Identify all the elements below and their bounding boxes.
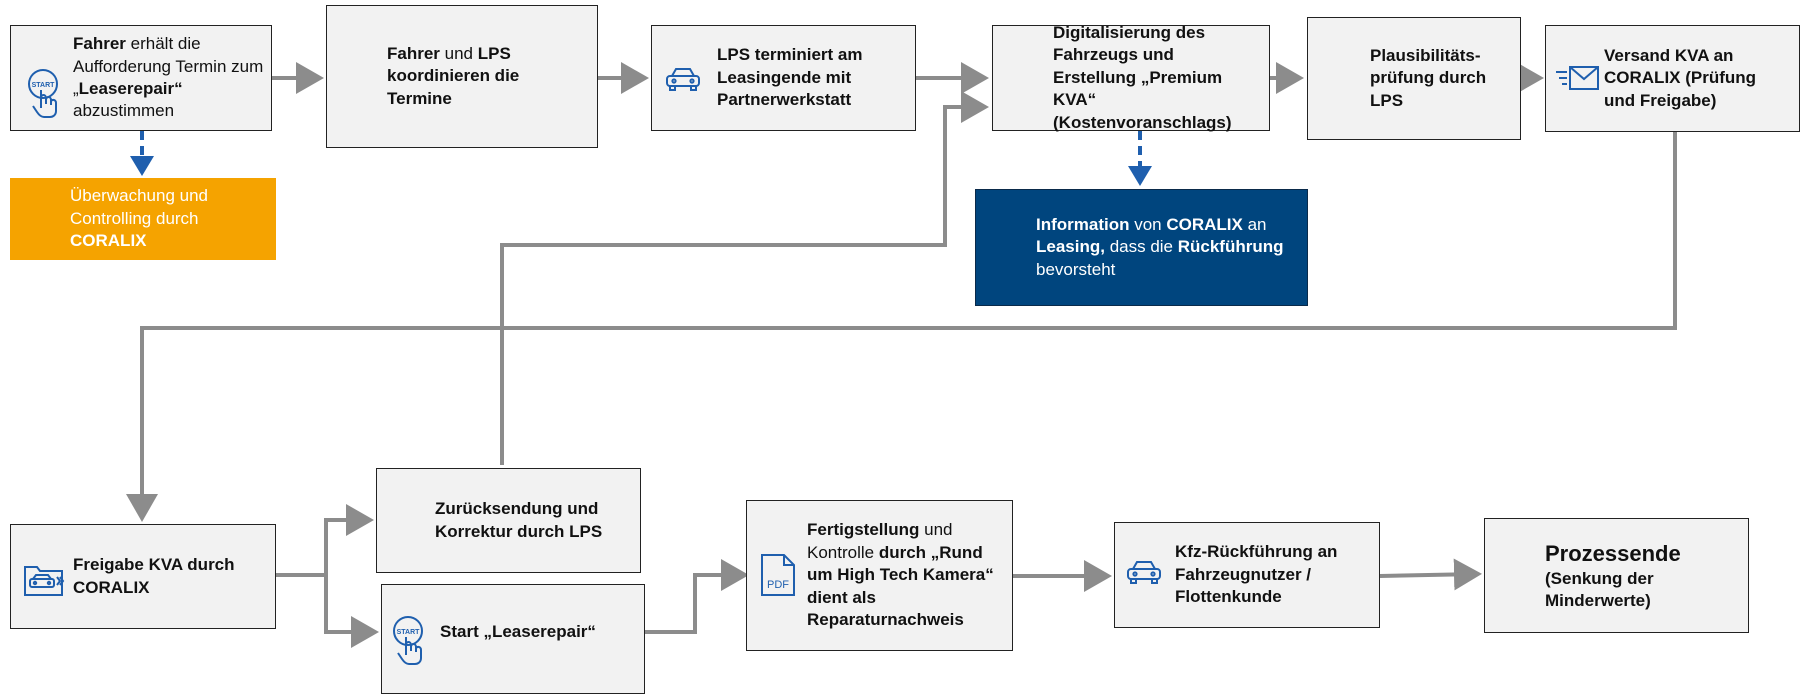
- step-prozessende-text: Prozessende (Senkung der Minderwerte): [1545, 539, 1738, 613]
- step-start-leaserepair-text: Start „Leaserepair“: [440, 621, 596, 641]
- car-icon: [664, 66, 702, 100]
- step-zuruecksendung-korrektur: Zurücksendung und Korrektur durch LPS: [376, 468, 641, 573]
- step-versand-kva: Versand KVA an CORALIX (Prüfung und Frei…: [1545, 25, 1800, 132]
- step-digitalisierung-kva: Digitalisierung des Fahrzeugs und Erstel…: [992, 22, 1270, 132]
- step-lps-terminiert-text: LPS terminiert am Leasingende mit Partne…: [717, 45, 863, 110]
- step-fertigstellung-kontrolle: PDF Fertigstellung und Kontrolle durch „…: [746, 500, 1013, 651]
- step-fertigstellung-kontrolle-text: Fertigstellung und Kontrolle durch „Rund…: [807, 520, 994, 630]
- step-versand-kva-text: Versand KVA an CORALIX (Prüfung und Frei…: [1604, 45, 1757, 110]
- step-start-leaserepair: START Start „Leaserepair“: [381, 584, 645, 694]
- step-plausibilitaetspruefung-text: Plausibilitäts-prüfung durch LPS: [1370, 45, 1487, 110]
- step-zuruecksendung-korrektur-text: Zurücksendung und Korrektur durch LPS: [435, 499, 603, 541]
- arrow-r3-r4: [645, 559, 749, 634]
- step-ueberwachung-controlling: Überwachung und Controlling durch CORALI…: [10, 178, 276, 260]
- step-termine-koordinieren-text: Fahrer und LPS koordinieren die Termine: [387, 43, 520, 108]
- arrow-r1-r2: [276, 504, 374, 577]
- pdf-icon: PDF: [757, 553, 799, 603]
- car-icon-2: [1125, 559, 1163, 593]
- step-digitalisierung-kva-text: Digitalisierung des Fahrzeugs und Erstel…: [1053, 22, 1232, 132]
- step-fahrer-aufforderung: START Fahrer erhält die Aufforderung Ter…: [10, 25, 272, 131]
- step-kfz-rueckfuehrung: Kfz-Rückführung an Fahrzeugnutzer / Flot…: [1114, 522, 1380, 628]
- arrow-r5-r6: [1379, 558, 1482, 591]
- arrow-r1-r3: [276, 573, 379, 648]
- start-hand-icon: START: [25, 68, 65, 124]
- step-information-leasing-text: Information von CORALIX an Leasing, dass…: [1036, 214, 1284, 279]
- step-freigabe-kva: Freigabe KVA durch CORALIX: [10, 524, 276, 629]
- prozessende-subtitle: (Senkung der Minderwerte): [1545, 568, 1654, 611]
- svg-text:START: START: [397, 629, 421, 636]
- step-fahrer-aufforderung-text: Fahrer erhält die Aufforderung Termin zu…: [73, 34, 264, 121]
- step-plausibilitaetspruefung: Plausibilitäts-prüfung durch LPS: [1307, 17, 1521, 140]
- step-information-leasing: Information von CORALIX an Leasing, dass…: [975, 189, 1308, 306]
- step-termine-koordinieren: Fahrer und LPS koordinieren die Termine: [326, 5, 598, 148]
- step-kfz-rueckfuehrung-text: Kfz-Rückführung an Fahrzeugnutzer / Flot…: [1175, 542, 1338, 607]
- svg-text:START: START: [32, 82, 56, 89]
- svg-text:PDF: PDF: [767, 579, 789, 591]
- prozessende-title: Prozessende: [1545, 540, 1681, 566]
- start-hand-icon-2: START: [390, 615, 430, 671]
- arrow-n6-r1: [126, 132, 1677, 522]
- step-ueberwachung-controlling-text: Überwachung und Controlling durch CORALI…: [70, 186, 208, 251]
- arrow-r2-n4: [500, 91, 989, 465]
- envelope-icon: [1554, 64, 1600, 100]
- step-prozessende: Prozessende (Senkung der Minderwerte): [1484, 518, 1749, 633]
- step-freigabe-kva-text: Freigabe KVA durch CORALIX: [73, 555, 235, 597]
- car-folder-icon: [23, 559, 65, 605]
- step-lps-terminiert: LPS terminiert am Leasingende mit Partne…: [651, 25, 916, 131]
